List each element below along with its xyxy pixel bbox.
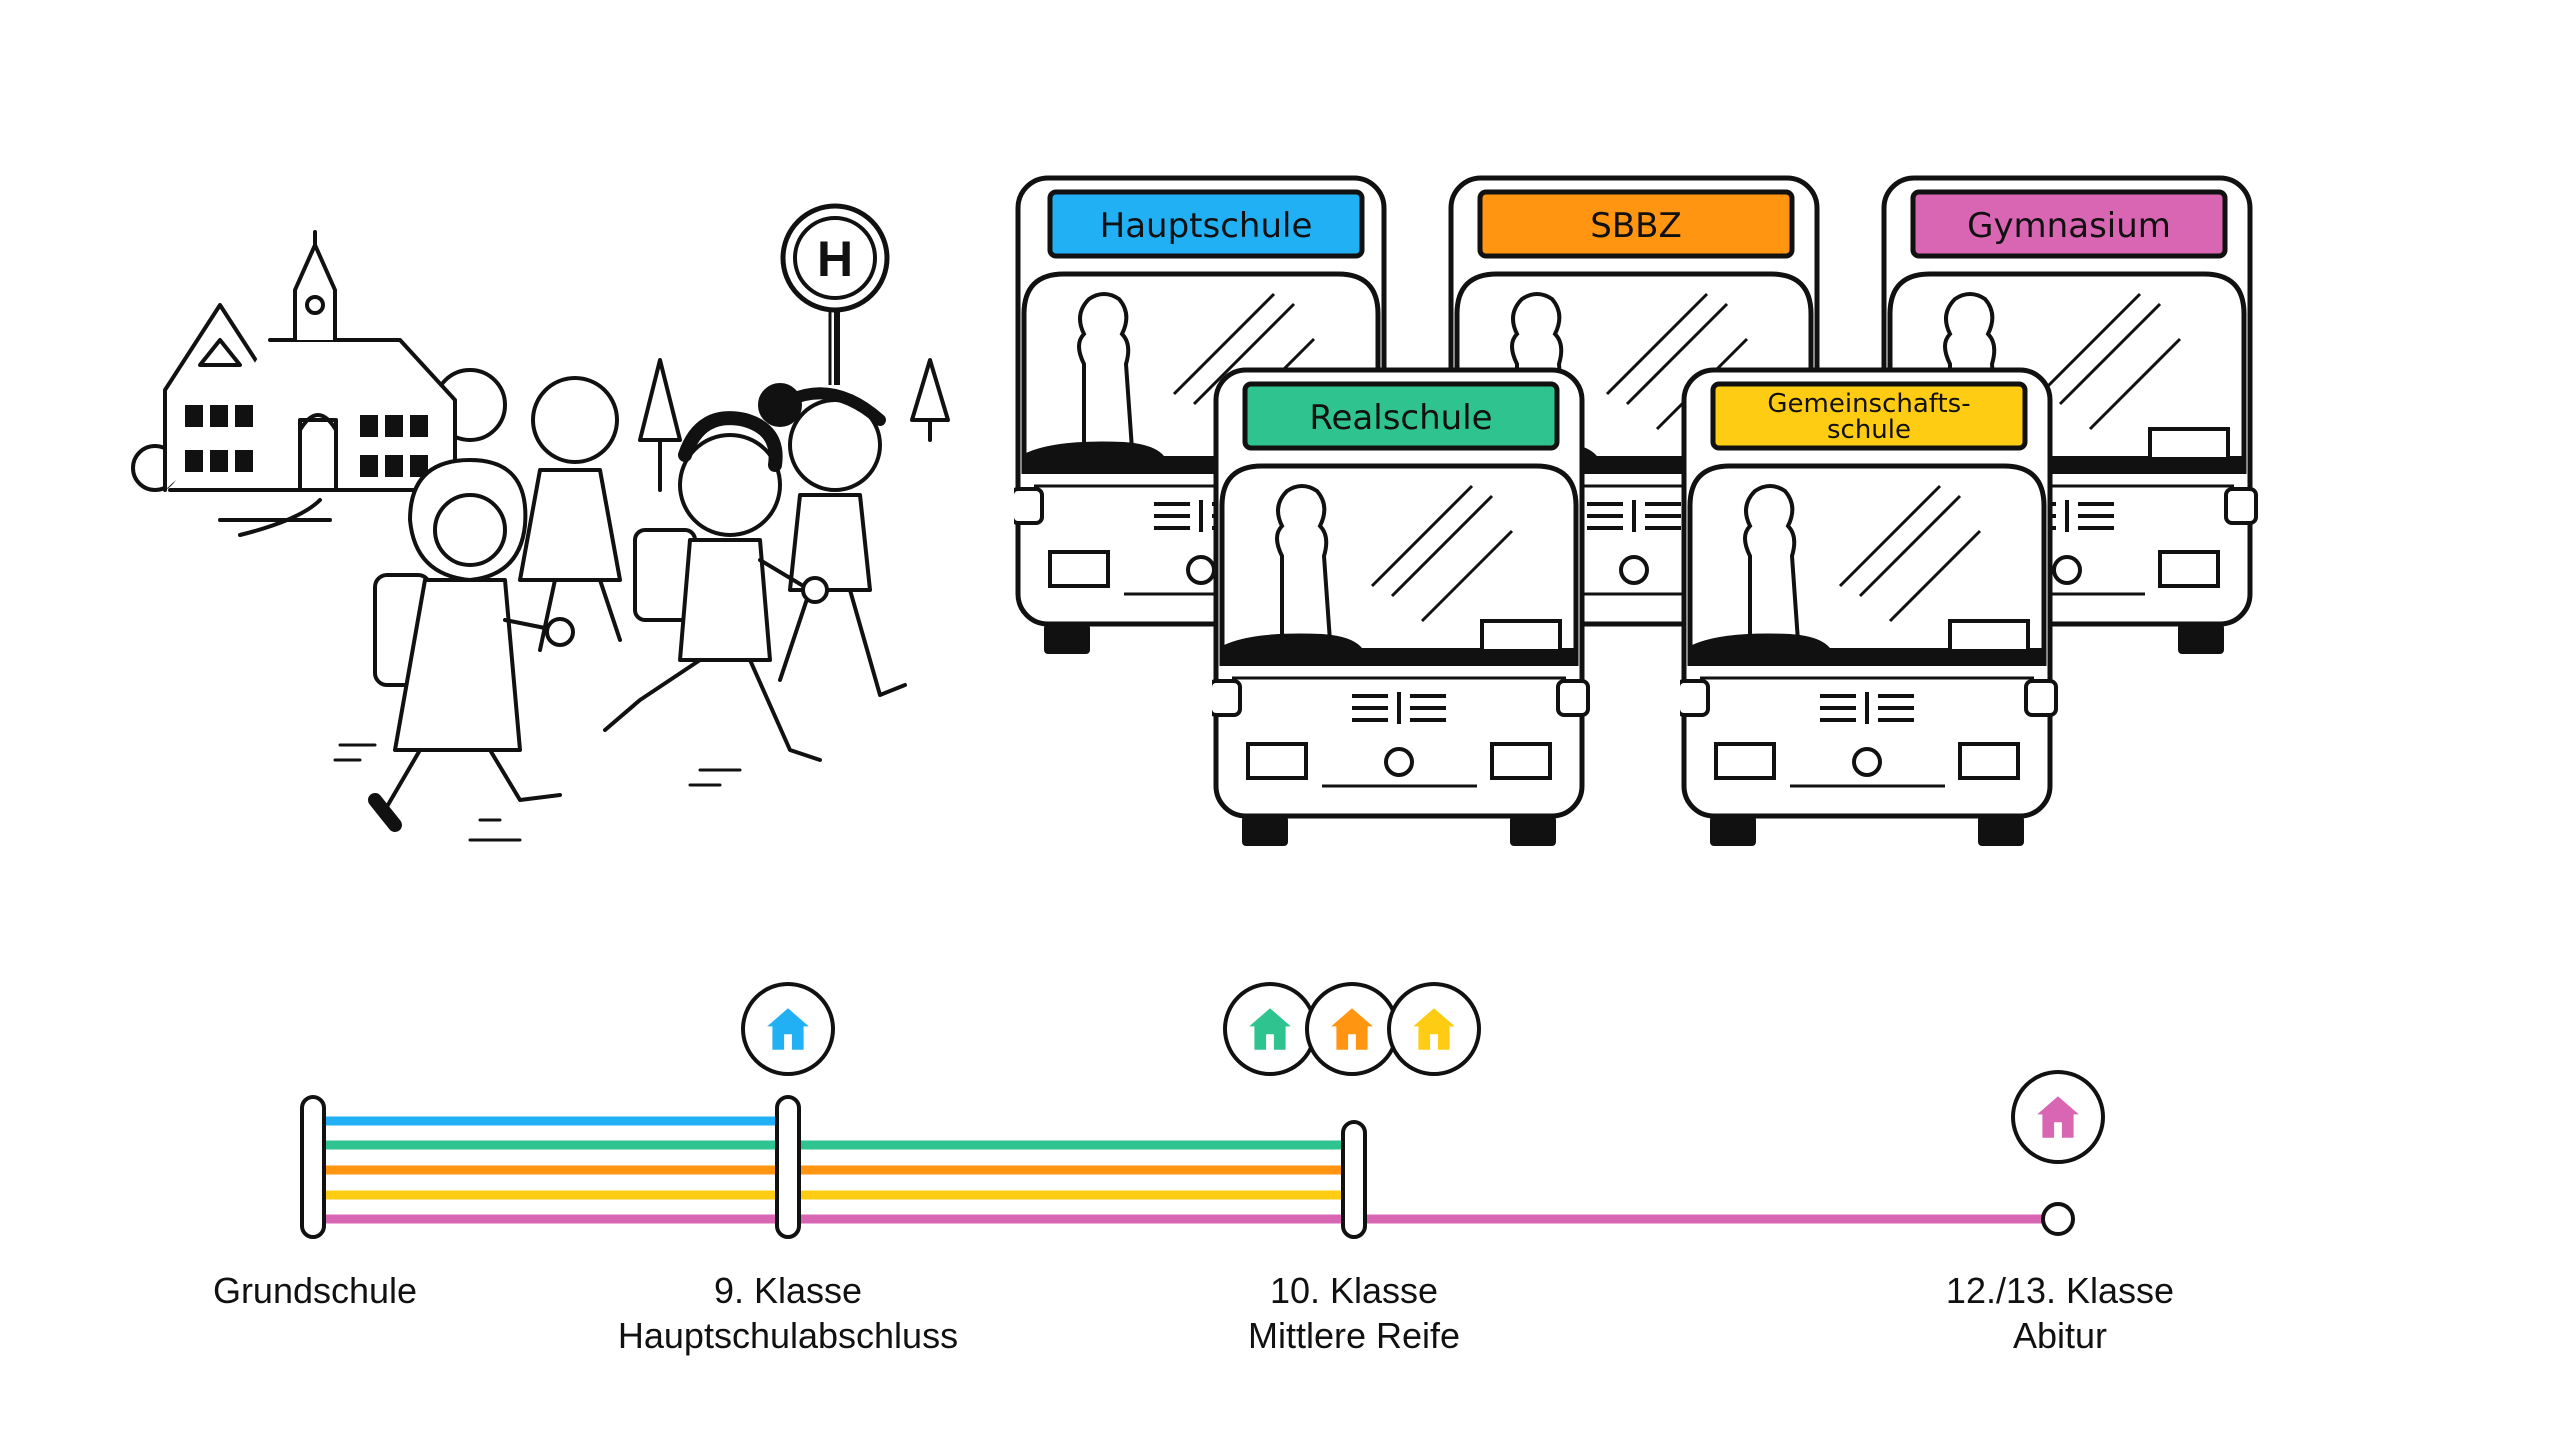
stage-node-10-klasse — [1341, 1120, 1367, 1239]
stage-node-abitur — [2041, 1202, 2075, 1236]
bus-label-gemeinschaftsschule-line2: schule — [1827, 415, 1911, 445]
timeline: Grundschule 9. Klasse Hauptschulabschlus… — [213, 982, 2174, 1356]
bus-gemeinschaftsschule: Gemeinschafts- schule — [1678, 370, 2056, 846]
bus-stop-letter: H — [817, 231, 853, 287]
stage-node-9-klasse — [775, 1095, 801, 1239]
bus-sign-sbbz — [1477, 189, 1795, 259]
stage-node-grundschule — [300, 1095, 326, 1239]
bus-label-sbbz: SBBZ — [1590, 206, 1682, 246]
bus-label-hauptschule: Hauptschule — [1100, 206, 1313, 246]
bus-stop-sign: H — [780, 203, 890, 385]
school-building-illustration — [131, 230, 507, 537]
bus-sbbz: SBBZ — [1445, 178, 1823, 654]
bus-realschule: Realschule — [1210, 370, 1588, 846]
bus-label-gymnasium: Gymnasium — [1967, 206, 2171, 246]
bus-label-realschule: Realschule — [1309, 398, 1492, 438]
bus-sign-gymnasium — [1910, 189, 2228, 259]
children-walking-illustration — [333, 376, 907, 842]
graduation-marker-gymnasium — [2011, 1070, 2105, 1164]
stage-label-grundschule: Grundschule — [213, 1270, 417, 1311]
graduation-marker-hauptschule — [741, 982, 835, 1076]
graduation-marker-realschule — [1223, 982, 1317, 1076]
stage-label-10-klasse: 10. Klasse — [1270, 1270, 1438, 1311]
graduation-marker-sbbz — [1305, 982, 1399, 1076]
bus-sign-realschule — [1242, 381, 1560, 451]
tree-icon — [638, 358, 950, 492]
bus-sign-hauptschule — [1047, 189, 1365, 259]
graduation-marker-gemeinschaftsschule — [1387, 982, 1481, 1076]
bus-hauptschule: Hauptschule — [1012, 178, 1390, 654]
stage-sublabel-abitur: Abitur — [2013, 1315, 2107, 1356]
stage-label-12-13-klasse: 12./13. Klasse — [1946, 1270, 2174, 1311]
stage-sublabel-mittlere-reife: Mittlere Reife — [1248, 1315, 1460, 1356]
bus-label-gemeinschaftsschule-line1: Gemeinschafts- — [1767, 389, 1970, 419]
stage-sublabel-hauptschulabschluss: Hauptschulabschluss — [618, 1315, 958, 1356]
bus-gymnasium: Gymnasium — [1878, 178, 2256, 654]
stage-label-9-klasse: 9. Klasse — [714, 1270, 862, 1311]
bus-sign-gemeinschaftsschule — [1710, 381, 2028, 451]
